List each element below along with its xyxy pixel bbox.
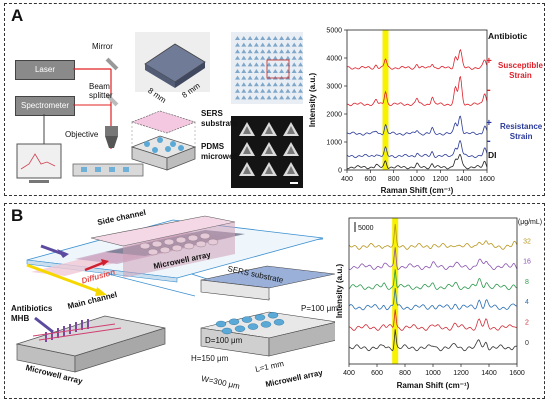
microwell-array-image: [231, 32, 303, 104]
scale-bar-label: 5000: [358, 225, 374, 232]
series-line: [346, 115, 488, 136]
legend-label: 8: [525, 279, 529, 286]
series-line: [346, 154, 488, 170]
objective-label: Objective: [65, 130, 99, 139]
y-tick-label: 3000: [326, 84, 342, 91]
panel-b: B: [4, 203, 545, 399]
x-tick-label: 1600: [479, 176, 495, 183]
resistance-label: Resistance Strain: [500, 122, 543, 141]
objective-icon: [105, 126, 118, 136]
pdms-microwell-label: PDMS microwell: [201, 142, 238, 161]
x-tick-label: 600: [364, 176, 376, 183]
sem-image: [231, 116, 303, 188]
spectrum-b-chart: 32 16 8 4 2 0 400 600 800 1000 1200 1400 1600 5000 (μg…: [335, 217, 542, 390]
legend-title: (μg/mL): [518, 219, 542, 226]
series-line: [348, 224, 518, 250]
x-tick-label: 800: [388, 176, 400, 183]
y-tick-label: 1000: [326, 140, 342, 147]
panel-a: A Laser Spectrometer: [4, 3, 545, 196]
x-tick-label: 1600: [509, 370, 525, 377]
x-axis-label: Raman Shift (cm⁻¹): [381, 186, 454, 195]
sers-substrate-label: SERS substrate: [201, 109, 238, 128]
x-tick-label: 1000: [409, 176, 425, 183]
resistance-plus: +: [486, 118, 492, 129]
legend-label: 16: [523, 259, 531, 266]
series-line: [348, 329, 518, 352]
x-tick-label: 1400: [456, 176, 472, 183]
x-tick-label: 1200: [433, 176, 449, 183]
laser-box: Laser: [15, 60, 75, 80]
legend-label: 4: [525, 299, 529, 306]
plot-frame: [348, 217, 518, 365]
susceptible-minus: -: [487, 84, 491, 96]
antibiotic-header: Antibiotic: [488, 31, 528, 41]
legend-label: 0: [525, 340, 529, 347]
optical-setup-drawing: [16, 32, 303, 188]
spectrometer-box: Spectrometer: [15, 96, 75, 116]
sers-pdms-stack: [130, 110, 197, 171]
susceptible-label: Susceptible Strain: [498, 61, 543, 80]
legend-label: 32: [523, 238, 531, 245]
di-label: DI: [488, 150, 497, 160]
series-line: [346, 48, 488, 70]
x-tick-label: 800: [399, 370, 411, 377]
mirror-icon: [105, 57, 119, 71]
y-axis-label: Intensity (a.u.): [308, 73, 317, 128]
series-line: [348, 287, 518, 311]
d-dimension: D=100 μm: [205, 336, 243, 345]
susceptible-plus: +: [486, 56, 492, 67]
highlight-band: [382, 30, 389, 170]
y-axis-label: Intensity (a.u.): [335, 264, 344, 319]
series-line: [348, 269, 518, 291]
y-tick-label: 4000: [326, 56, 342, 63]
series-line: [347, 75, 488, 107]
plot-frame: [346, 29, 488, 171]
legend-label: 2: [525, 320, 529, 327]
x-tick-label: 400: [341, 176, 353, 183]
glass-chip-photo: [135, 32, 210, 92]
x-tick-label: 1400: [481, 370, 497, 377]
panel-b-label: B: [11, 206, 24, 225]
resistance-minus: -: [487, 135, 491, 147]
p-dimension: P=100 μm: [301, 304, 338, 313]
y-tick-label: 2000: [326, 112, 342, 119]
x-tick-label: 1000: [425, 370, 441, 377]
mirror-label: Mirror: [92, 42, 113, 51]
h-dimension: H=150 μm: [191, 354, 229, 363]
series-line: [346, 140, 488, 159]
beam-splitter-label: Beam splitter: [89, 82, 113, 100]
microfluidic-device-drawing: [15, 215, 335, 373]
x-tick-label: 400: [343, 370, 355, 377]
computer-icon: [16, 143, 62, 179]
series-line: [348, 309, 518, 331]
y-tick-label: 0: [338, 168, 342, 175]
antibiotics-label: Antibiotics: [11, 304, 53, 313]
series-line: [348, 247, 518, 271]
spectrum-a-chart: 400 600 800 1000 1200 1400 1600 0 1000 2000 3000 40…: [308, 28, 495, 196]
panel-a-label: A: [11, 6, 24, 25]
mhb-label: MHB: [11, 314, 30, 323]
x-tick-label: 600: [371, 370, 383, 377]
x-axis-label: Raman Shift (cm⁻¹): [397, 381, 470, 390]
beam-splitter-icon: [105, 93, 119, 107]
y-tick-label: 5000: [326, 28, 342, 35]
x-tick-label: 1200: [453, 370, 469, 377]
